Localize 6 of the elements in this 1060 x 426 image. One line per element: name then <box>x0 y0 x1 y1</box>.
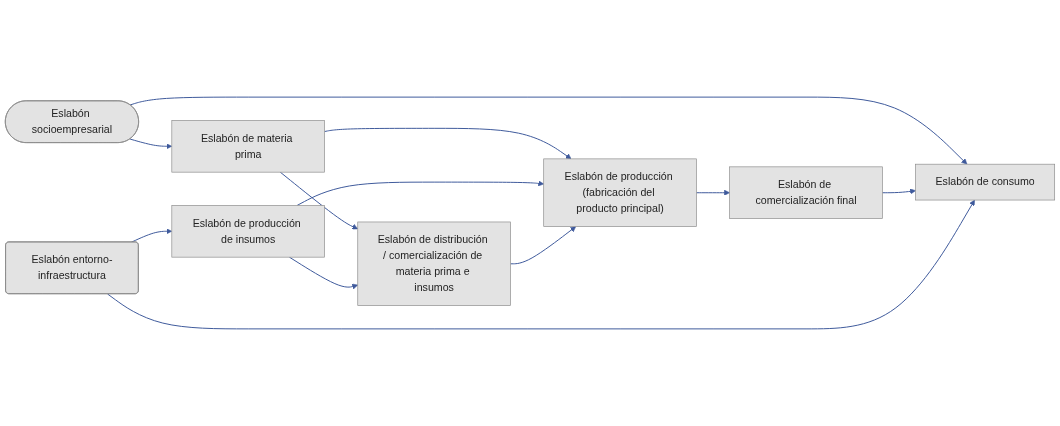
node-box: Eslabón de consumo <box>915 163 1055 201</box>
node-box: Eslabón de producción (fabricación del producto principal) <box>543 158 697 227</box>
node-box: Eslabón de producción de insumos <box>171 205 325 258</box>
node-box: Eslabón de materia prima <box>171 120 325 173</box>
node-box: Eslabón de distribución / comercialización de materia prima e insumos <box>357 221 511 306</box>
node-box: Eslabón de comercialización final <box>729 166 883 219</box>
